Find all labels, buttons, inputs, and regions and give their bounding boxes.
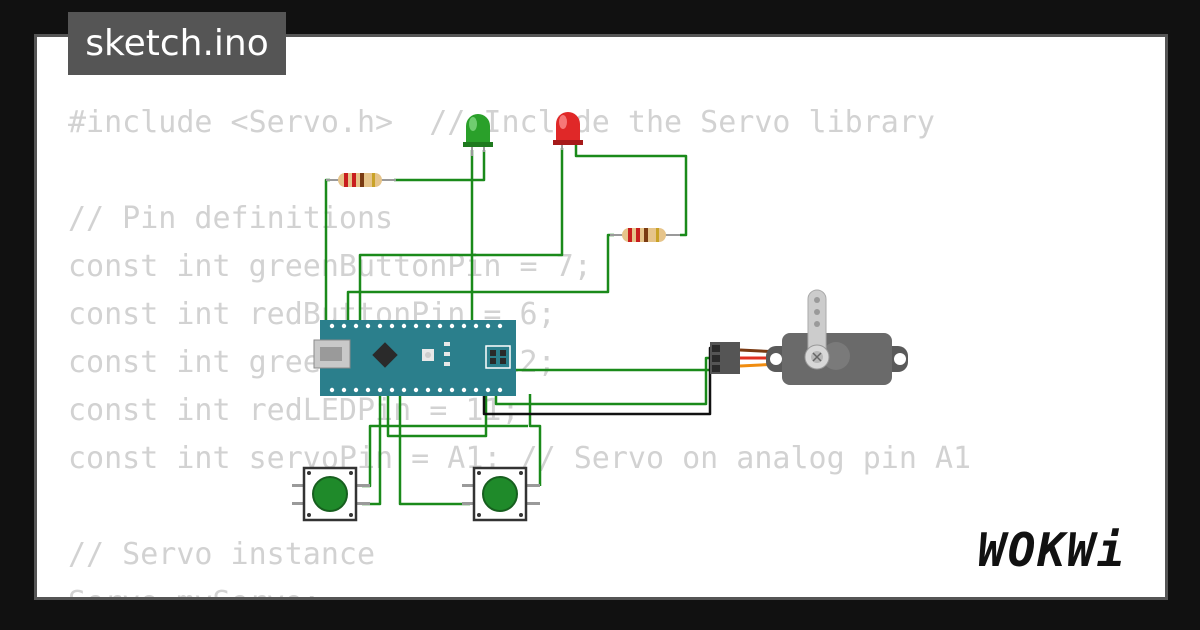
wire <box>358 148 564 325</box>
green-led-icon[interactable] <box>463 114 493 156</box>
arduino-nano-icon[interactable] <box>313 320 516 396</box>
wire <box>346 233 614 325</box>
wires <box>324 130 712 506</box>
resistor-icon[interactable] <box>610 228 680 242</box>
servo-motor-icon[interactable] <box>710 289 908 385</box>
green-pushbutton-icon[interactable] <box>462 466 540 522</box>
wire <box>394 150 486 182</box>
code-line: const int redLEDPin = 11; <box>68 393 520 428</box>
code-line: // Pin definitions <box>68 201 394 236</box>
green-pushbutton-icon[interactable] <box>292 466 370 522</box>
code-line: #include <Servo.h> // Include the Servo … <box>68 105 935 140</box>
wire <box>494 356 712 406</box>
wire <box>324 178 336 327</box>
resistor-icon[interactable] <box>326 173 396 187</box>
wire <box>528 394 542 486</box>
wokwi-logo: WOKWi <box>978 523 1127 577</box>
sketch-filename-tab[interactable]: sketch.ino <box>68 12 286 75</box>
code-background: #include <Servo.h> // Include the Servo … <box>68 99 971 597</box>
code-line: Servo myServo; <box>68 579 971 597</box>
red-led-icon[interactable] <box>553 112 583 150</box>
wire <box>574 130 688 237</box>
code-line: // Servo instance <box>68 537 376 572</box>
code-line: const int greenButtonPin = 7; <box>68 249 592 284</box>
preview-card: #include <Servo.h> // Include the Servo … <box>34 34 1168 600</box>
